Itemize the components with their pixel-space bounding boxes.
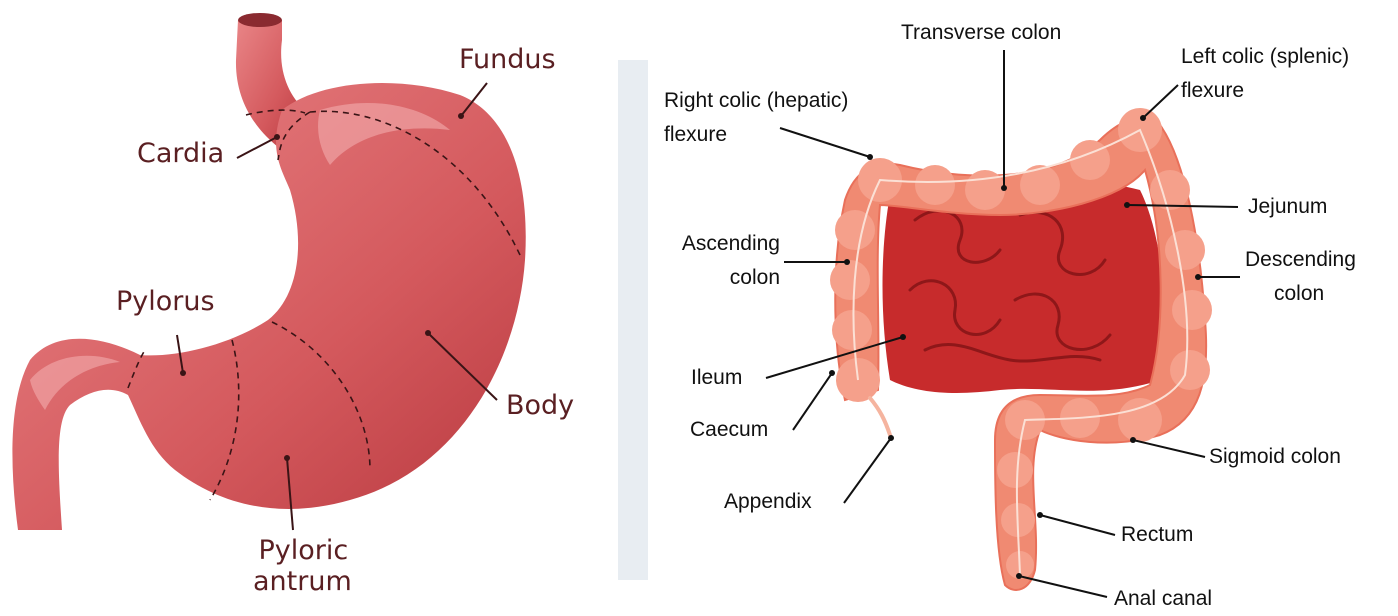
haustra [1170,350,1210,390]
right-colic-flexure-label: Right colic (hepatic) flexure [664,84,848,152]
sigmoid-dot [1130,437,1136,443]
haustra [835,210,875,250]
haustra [1118,398,1162,442]
right-colic-line2: flexure [664,118,848,152]
left-colic-line1: Left colic (splenic) [1181,40,1349,74]
haustra [830,260,870,300]
ileum-label: Ileum [691,361,742,395]
jejunum-dot [1124,202,1130,208]
appendix-dot [888,435,894,441]
descending-line2: colon [1245,277,1356,311]
left-colic-dot [1140,115,1146,121]
haustra [832,310,872,350]
sigmoid-colon-label: Sigmoid colon [1209,440,1341,474]
haustra [997,452,1033,488]
right-colic-dot [867,154,873,160]
body-label: Body [506,390,574,421]
pyloric-antrum-label: Pyloric antrum [255,535,352,597]
left-colic-line2: flexure [1181,74,1349,108]
appendix-shape [870,398,890,435]
caecum-dot [829,370,835,376]
appendix-leader [844,438,891,503]
ascending-line2: colon [652,261,780,295]
right-colic-line1: Right colic (hepatic) [664,84,848,118]
ascending-dot [844,259,850,265]
rectum-leader [1040,515,1115,535]
pyloric-antrum-line2: antrum [253,566,352,597]
haustra [1172,290,1212,330]
descending-line1: Descending [1245,243,1356,277]
fundus-label: Fundus [459,44,556,75]
transverse-colon-label: Transverse colon [901,16,1061,50]
sigmoid-leader [1133,440,1205,457]
descending-colon-label: Descending colon [1245,243,1356,311]
rectum-dot [1037,512,1043,518]
anal-canal-leader [1019,576,1107,597]
anal-canal-dot [1016,573,1022,579]
transverse-dot [1001,185,1007,191]
caecum-label: Caecum [690,413,768,447]
haustra [1070,140,1110,180]
jejunum-label: Jejunum [1248,190,1327,224]
appendix-label: Appendix [724,485,812,519]
pyloric-antrum-line1: Pyloric [255,535,352,566]
ascending-colon-label: Ascending colon [652,227,780,295]
left-colic-leader [1143,85,1178,118]
rectum-label: Rectum [1121,518,1193,552]
caecum-leader [793,373,832,430]
left-colic-flexure-label: Left colic (splenic) flexure [1181,40,1349,108]
pylorus-label: Pylorus [116,286,215,317]
cardia-label: Cardia [137,138,224,169]
haustra [1020,165,1060,205]
haustra [915,165,955,205]
haustra [1165,230,1205,270]
ileum-dot [900,334,906,340]
descending-dot [1195,274,1201,280]
ascending-line1: Ascending [652,227,780,261]
haustra [1150,170,1190,210]
